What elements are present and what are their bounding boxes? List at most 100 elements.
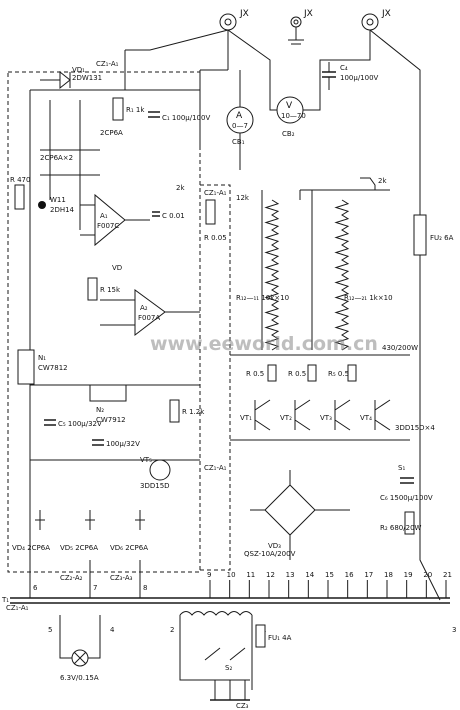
svg-text:CW7812: CW7812	[38, 364, 68, 372]
svg-text:CZ₂-A₂: CZ₂-A₂	[60, 574, 83, 582]
svg-text:C₅ 100μ/32V: C₅ 100μ/32V	[58, 420, 102, 428]
svg-text:430/200W: 430/200W	[382, 344, 418, 352]
pin-number: 12	[266, 571, 275, 579]
svg-text:JX: JX	[303, 9, 313, 19]
svg-text:VD₁: VD₁	[72, 66, 85, 74]
plug-cz3: CZ₃	[210, 680, 250, 710]
svg-text:N₁: N₁	[38, 354, 46, 362]
svg-text:C₆ 1500μ/100V: C₆ 1500μ/100V	[380, 494, 433, 502]
transistor-vt3: VT₃	[320, 399, 351, 431]
svg-text:R₁ 1k: R₁ 1k	[126, 106, 145, 114]
svg-text:N₂: N₂	[96, 406, 104, 414]
switch-s2: S₂	[204, 647, 246, 672]
lamp: 6.3V/0.15A	[59, 615, 101, 682]
svg-text:A₁: A₁	[100, 212, 108, 220]
pin-number: 21	[443, 571, 452, 579]
svg-text:VT₁: VT₁	[240, 414, 252, 422]
resistor-r15k: R 15k	[87, 277, 121, 301]
capacitor-c4: C₄ 100μ/100V	[322, 62, 379, 90]
svg-text:3DD15D×4: 3DD15D×4	[395, 424, 435, 432]
resistor-bank-1k: R₁₂—₂₁ 1k×10	[334, 199, 393, 351]
svg-text:CZ₁-A₁: CZ₁-A₁	[204, 464, 227, 472]
transistor-vt2: VT₂	[280, 399, 311, 431]
regulator-n1: N₁ CW7812	[17, 349, 68, 385]
svg-text:R₁₂—₂₁ 1k×10: R₁₂—₂₁ 1k×10	[344, 294, 393, 302]
svg-text:VT₄: VT₄	[360, 414, 372, 422]
capacitor-c6: C₆ 1500μ/100V	[380, 477, 433, 502]
svg-text:VD₅ 2CP6A: VD₅ 2CP6A	[60, 544, 98, 552]
svg-text:R 0.5: R 0.5	[246, 370, 264, 378]
pin-number: 18	[384, 571, 393, 579]
capacitor-c1: C₁ 100μ/100V	[148, 111, 210, 122]
diode-vd5: VD₅ 2CP6A	[60, 510, 98, 552]
svg-text:R 470: R 470	[10, 176, 30, 184]
svg-text:A: A	[236, 111, 243, 121]
pin-number: 17	[364, 571, 373, 579]
primary-pin-number: 3	[452, 626, 456, 634]
svg-text:CZ₁-A₁: CZ₁-A₁	[6, 604, 29, 612]
svg-text:12k: 12k	[236, 194, 250, 202]
pin-number: 14	[305, 571, 314, 579]
svg-text:FU₁ 4A: FU₁ 4A	[268, 634, 292, 642]
svg-text:R₂ 680/20W: R₂ 680/20W	[380, 524, 422, 532]
svg-text:VD₃: VD₃	[268, 542, 281, 550]
svg-text:QSZ-10A/200V: QSZ-10A/200V	[244, 550, 296, 558]
terminal-jx-mid: JX	[290, 9, 313, 28]
fuse-fu1: FU₁ 4A	[255, 624, 292, 648]
svg-text:C₁ 100μ/100V: C₁ 100μ/100V	[162, 114, 210, 122]
svg-text:C 0.01: C 0.01	[162, 212, 185, 220]
zener-vd1: VD₁ 2DW131	[40, 66, 102, 90]
transistor-vt5: VT₅ 3DD15D	[140, 456, 171, 490]
svg-text:CB₁: CB₁	[232, 138, 245, 146]
svg-text:T₁: T₁	[1, 596, 9, 604]
svg-text:JX: JX	[381, 9, 391, 19]
resistor-r1: R₁ 1k	[112, 97, 145, 121]
svg-text:JX: JX	[239, 9, 249, 19]
capacitor-c5: C₅ 100μ/32V	[44, 419, 102, 428]
pin-number: 10	[227, 571, 236, 579]
ammeter: A 0—7 CB₁	[226, 106, 254, 146]
primary-pin-number: 2	[170, 626, 174, 634]
svg-text:3DD15D: 3DD15D	[140, 482, 170, 490]
resistor-r680: R₂ 680/20W	[380, 511, 422, 535]
svg-text:2CP6A×2: 2CP6A×2	[40, 154, 73, 162]
resistor-r005: R 0.05	[204, 199, 227, 242]
regulator-n2: N₂ CW7912	[89, 384, 127, 424]
capacitor-c100u-b: 100μ/32V	[92, 439, 140, 448]
svg-text:CZ₃-A₃: CZ₃-A₃	[110, 574, 133, 582]
svg-text:R 0.05: R 0.05	[204, 234, 227, 242]
pin-number: 8	[143, 584, 147, 592]
diode-vd6: VD₆ 2CP6A	[110, 510, 148, 552]
svg-text:FU₂ 6A: FU₂ 6A	[430, 234, 454, 242]
svg-text:VD₆ 2CP6A: VD₆ 2CP6A	[110, 544, 148, 552]
pin-number: 11	[246, 571, 255, 579]
emitter-resistors: R 0.5 R 0.5 R₅ 0.5	[246, 364, 357, 382]
pin-number: 16	[345, 571, 354, 579]
svg-text:A₂: A₂	[140, 304, 148, 312]
terminal-jx-left: JX	[219, 9, 249, 31]
svg-text:2k: 2k	[378, 177, 387, 185]
svg-text:2DH14: 2DH14	[50, 206, 75, 214]
pin-number: 15	[325, 571, 334, 579]
svg-text:0—7: 0—7	[232, 122, 248, 130]
primary-pin-number: 5	[48, 626, 52, 634]
opamp-a2: A₂ F007A	[134, 289, 166, 337]
pin-number: 9	[207, 571, 211, 579]
primary-winding	[179, 611, 253, 690]
pot-w11: W11 2DH14	[38, 196, 75, 214]
svg-text:R₁₂—₁₁ 10k×10: R₁₂—₁₁ 10k×10	[236, 294, 289, 302]
svg-text:100μ/100V: 100μ/100V	[340, 74, 379, 82]
svg-text:CZ₁-A₁: CZ₁-A₁	[96, 60, 119, 68]
diode-vd4: VD₄ 2CP6A	[12, 510, 50, 552]
pin-number: 6	[33, 584, 38, 592]
primary-pin-number: 4	[110, 626, 115, 634]
pin-number: 19	[404, 571, 413, 579]
resistor-r470: R 470	[10, 176, 30, 210]
transistor-vt4: VT₄	[360, 399, 391, 431]
fuse-fu2: FU₂ 6A	[413, 214, 454, 256]
pcb-boundary	[7, 71, 201, 573]
svg-text:VD₄ 2CP6A: VD₄ 2CP6A	[12, 544, 50, 552]
